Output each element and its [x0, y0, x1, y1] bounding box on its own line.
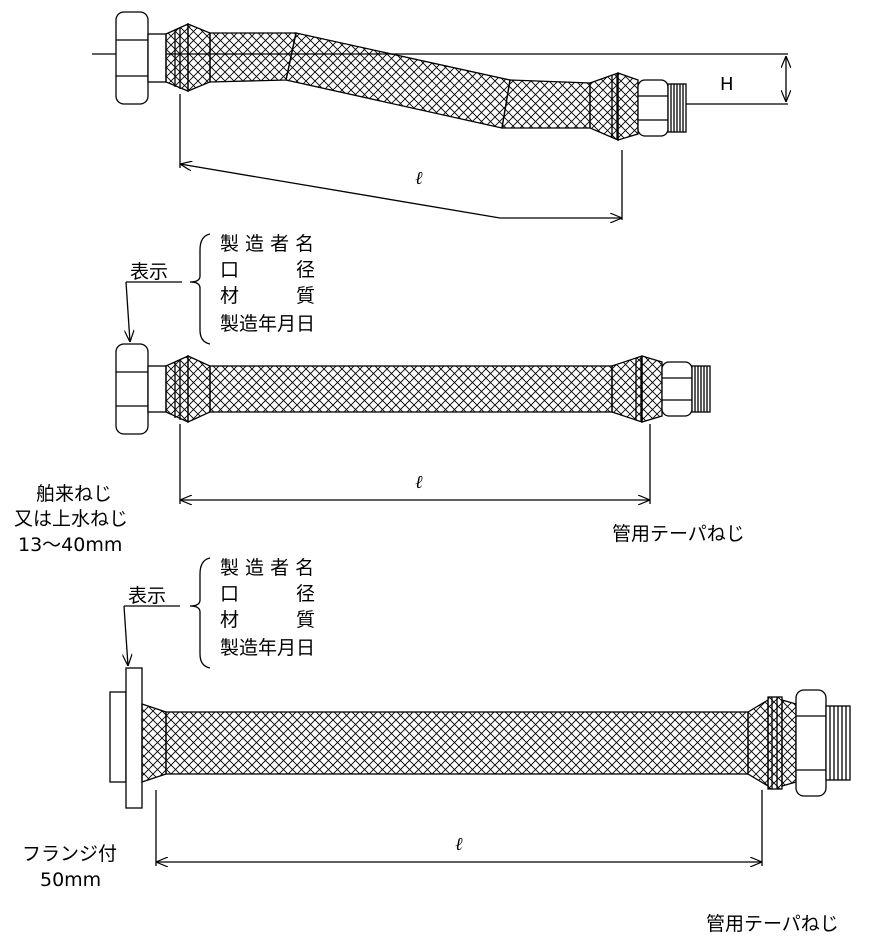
fig3-flange-plate	[109, 691, 127, 783]
fig3-marking-label: 表示	[128, 585, 166, 607]
fig2-marking-material: 材 質	[220, 285, 315, 307]
fig1-left-ferrule	[165, 22, 189, 92]
fig3-taper-thread	[825, 705, 851, 781]
fig1-length-label: ℓ	[415, 168, 423, 189]
fig3-left-note-2: 50mm	[40, 869, 101, 891]
fig3-flanged-hose	[109, 557, 851, 866]
fig1-hose-segment	[501, 79, 591, 129]
fig2-hose-body	[209, 365, 613, 413]
fig3-marking-leader	[124, 605, 128, 666]
fig2-marking-diameter: 口 径	[220, 259, 315, 281]
fig1-hex-fitting	[637, 79, 669, 137]
fig3-hose-body	[165, 711, 749, 775]
fig2-length-label: ℓ	[415, 472, 423, 493]
fig2-left-note-3: 13〜40mm	[18, 534, 122, 556]
fig3-marking-brace	[189, 557, 211, 669]
fig1-offset-hose	[92, 11, 788, 220]
fig2-marking-maker: 製 造 者 名	[220, 233, 314, 255]
fig1-height-label: H	[720, 74, 734, 95]
fig1-socket	[147, 33, 167, 83]
fig2-right-note: 管用テーパねじ	[612, 523, 745, 545]
fig1-hose-bend	[285, 32, 511, 129]
fig2-marking-date: 製造年月日	[220, 313, 315, 335]
fig2-marking-brace	[189, 233, 211, 345]
fig1-right-ferrule	[589, 72, 619, 141]
fig3-left-ferrule	[141, 703, 167, 783]
fig2-hex-fitting	[661, 361, 693, 417]
fig3-flange	[125, 667, 143, 809]
fig1-hose-segment	[209, 32, 297, 83]
fig2-left-ferrule	[165, 354, 189, 424]
fig2-marking-leader	[126, 281, 130, 342]
fig1-taper-thread	[667, 83, 687, 133]
fig3-marking-material: 材 質	[220, 609, 315, 631]
fig1-length-dimension	[180, 164, 622, 218]
fig2-left-note-2: 又は上水ねじ	[14, 508, 128, 530]
fig3-marking-maker: 製 造 者 名	[220, 557, 314, 579]
fig3-marking-date: 製造年月日	[220, 637, 315, 659]
fig1-hex-nut	[115, 11, 149, 105]
fig2-hex-nut	[115, 343, 149, 435]
fig3-left-note-1: フランジ付	[22, 843, 117, 865]
fig2-right-ferrule	[611, 355, 643, 423]
fig2-marking-label: 表示	[130, 261, 168, 283]
fig2-socket	[147, 365, 167, 413]
fig3-length-label: ℓ	[455, 834, 463, 855]
fig3-hex-fitting	[795, 689, 827, 797]
fig3-right-note: 管用テーパねじ	[706, 913, 839, 935]
fig2-left-note-1: 舶来ねじ	[36, 483, 112, 505]
fig3-right-ferrule	[747, 698, 769, 788]
fig2-straight-hose	[115, 233, 711, 504]
fig2-taper-thread	[691, 365, 711, 413]
fig3-marking-diameter: 口 径	[220, 583, 315, 605]
